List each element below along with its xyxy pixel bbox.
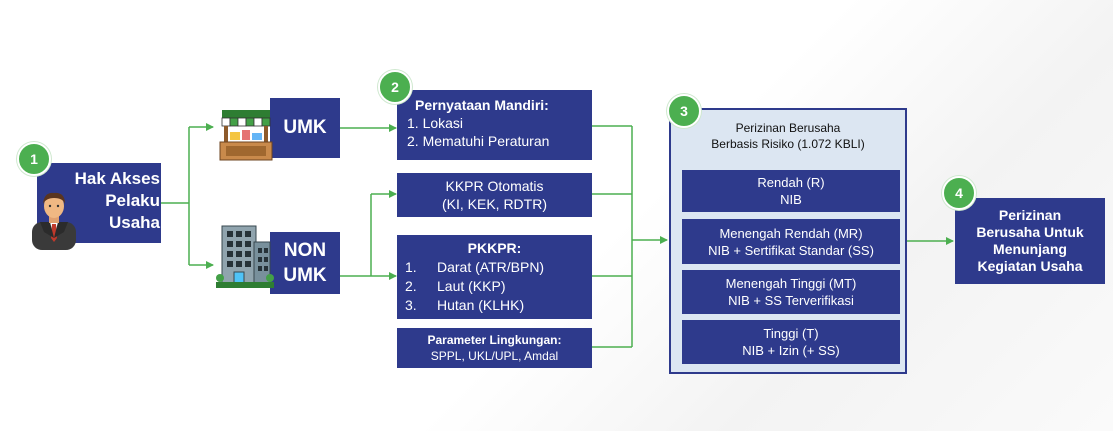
pkkpr-item-text: Darat (ATR/BPN) xyxy=(437,259,545,275)
pkkpr-item-text: Laut (KKP) xyxy=(437,278,506,294)
risk-level-name: Menengah Tinggi (MT) xyxy=(725,276,857,291)
nonumk-label: NON UMK xyxy=(270,238,340,288)
perizinan-title-line1: Perizinan Berusaha xyxy=(735,121,841,135)
lingkungan-box: Parameter Lingkungan: SPPL, UKL/UPL, Amd… xyxy=(397,328,592,368)
result-line4: Kegiatan Usaha xyxy=(977,258,1083,274)
perizinan-title: Perizinan Berusaha Berbasis Risiko (1.07… xyxy=(671,120,905,152)
pkkpr-item-text: Hutan (KLHK) xyxy=(437,297,525,313)
pkkpr-title: PKKPR: xyxy=(467,240,522,256)
step-badge-2: 2 xyxy=(378,70,412,104)
nonumk-box xyxy=(270,232,340,294)
risk-level-menengah-rendah: Menengah Rendah (MR) NIB + Sertifikat St… xyxy=(682,219,900,264)
umk-box xyxy=(270,98,340,158)
pernyataan-item: 1. Lokasi xyxy=(407,115,464,131)
pernyataan-item: 2. Mematuhi Peraturan xyxy=(407,133,550,149)
lingkungan-subtitle: SPPL, UKL/UPL, Amdal xyxy=(430,349,559,363)
result-line1: Perizinan xyxy=(998,207,1062,223)
pkkpr-item-num: 1. xyxy=(405,259,417,275)
step-badge-1: 1 xyxy=(17,142,51,176)
risk-level-menengah-tinggi: Menengah Tinggi (MT) NIB + SS Terverifik… xyxy=(682,270,900,314)
pkkpr-item: 2. Laut (KKP) xyxy=(405,277,592,296)
actor-label: Hak Akses Pelaku Usaha xyxy=(70,168,160,234)
office-building-icon xyxy=(216,225,274,288)
step-badge-3: 3 xyxy=(667,94,701,128)
risk-level-rendah: Rendah (R) NIB xyxy=(682,170,900,212)
pernyataan-title: Pernyataan Mandiri: xyxy=(415,97,549,113)
umk-label: UMK xyxy=(283,117,327,138)
risk-level-tinggi: Tinggi (T) NIB + Izin (+ SS) xyxy=(682,320,900,364)
kkpr-otomatis-line1: KKPR Otomatis xyxy=(445,178,544,194)
result-line3: Menunjang xyxy=(993,241,1067,257)
actor-label-line1: Hak Akses xyxy=(74,169,160,188)
kkpr-otomatis-box: KKPR Otomatis (KI, KEK, RDTR) xyxy=(397,173,592,217)
actor-label-line3: Usaha xyxy=(108,213,160,232)
pernyataan-box: Pernyataan Mandiri: 1. Lokasi 2. Mematuh… xyxy=(397,90,592,160)
perizinan-title-line2: Berbasis Risiko (1.072 KBLI) xyxy=(711,137,865,151)
risk-level-name: Menengah Rendah (MR) xyxy=(719,225,863,241)
pkkpr-item: 3. Hutan (KLHK) xyxy=(405,296,592,315)
pkkpr-box: PKKPR: 1. Darat (ATR/BPN) 2. Laut (KKP) … xyxy=(397,235,592,319)
risk-level-requirement: NIB + Sertifikat Standar (SS) xyxy=(708,242,874,258)
actor-label-line2: Pelaku xyxy=(105,191,160,210)
risk-level-name: Tinggi (T) xyxy=(763,326,819,341)
pkkpr-item-num: 2. xyxy=(405,278,417,294)
risk-level-requirement: NIB + Izin (+ SS) xyxy=(742,343,840,358)
businessman-icon xyxy=(32,192,76,250)
nonumk-label-line2: UMK xyxy=(283,265,327,286)
nonumk-label-line1: NON xyxy=(283,240,327,261)
pkkpr-item: 1. Darat (ATR/BPN) xyxy=(405,258,592,277)
risk-level-requirement: NIB xyxy=(780,192,802,207)
risk-level-requirement: NIB + SS Terverifikasi xyxy=(728,293,854,308)
pkkpr-item-num: 3. xyxy=(405,297,417,313)
risk-level-name: Rendah (R) xyxy=(757,175,825,190)
result-box: Perizinan Berusaha Untuk Menunjang Kegia… xyxy=(955,198,1105,284)
step-badge-4: 4 xyxy=(942,176,976,210)
kkpr-otomatis-line2: (KI, KEK, RDTR) xyxy=(441,196,547,212)
lingkungan-title: Parameter Lingkungan: xyxy=(427,333,562,347)
result-line2: Berusaha Untuk xyxy=(976,224,1084,240)
shop-stall-icon xyxy=(219,110,273,161)
